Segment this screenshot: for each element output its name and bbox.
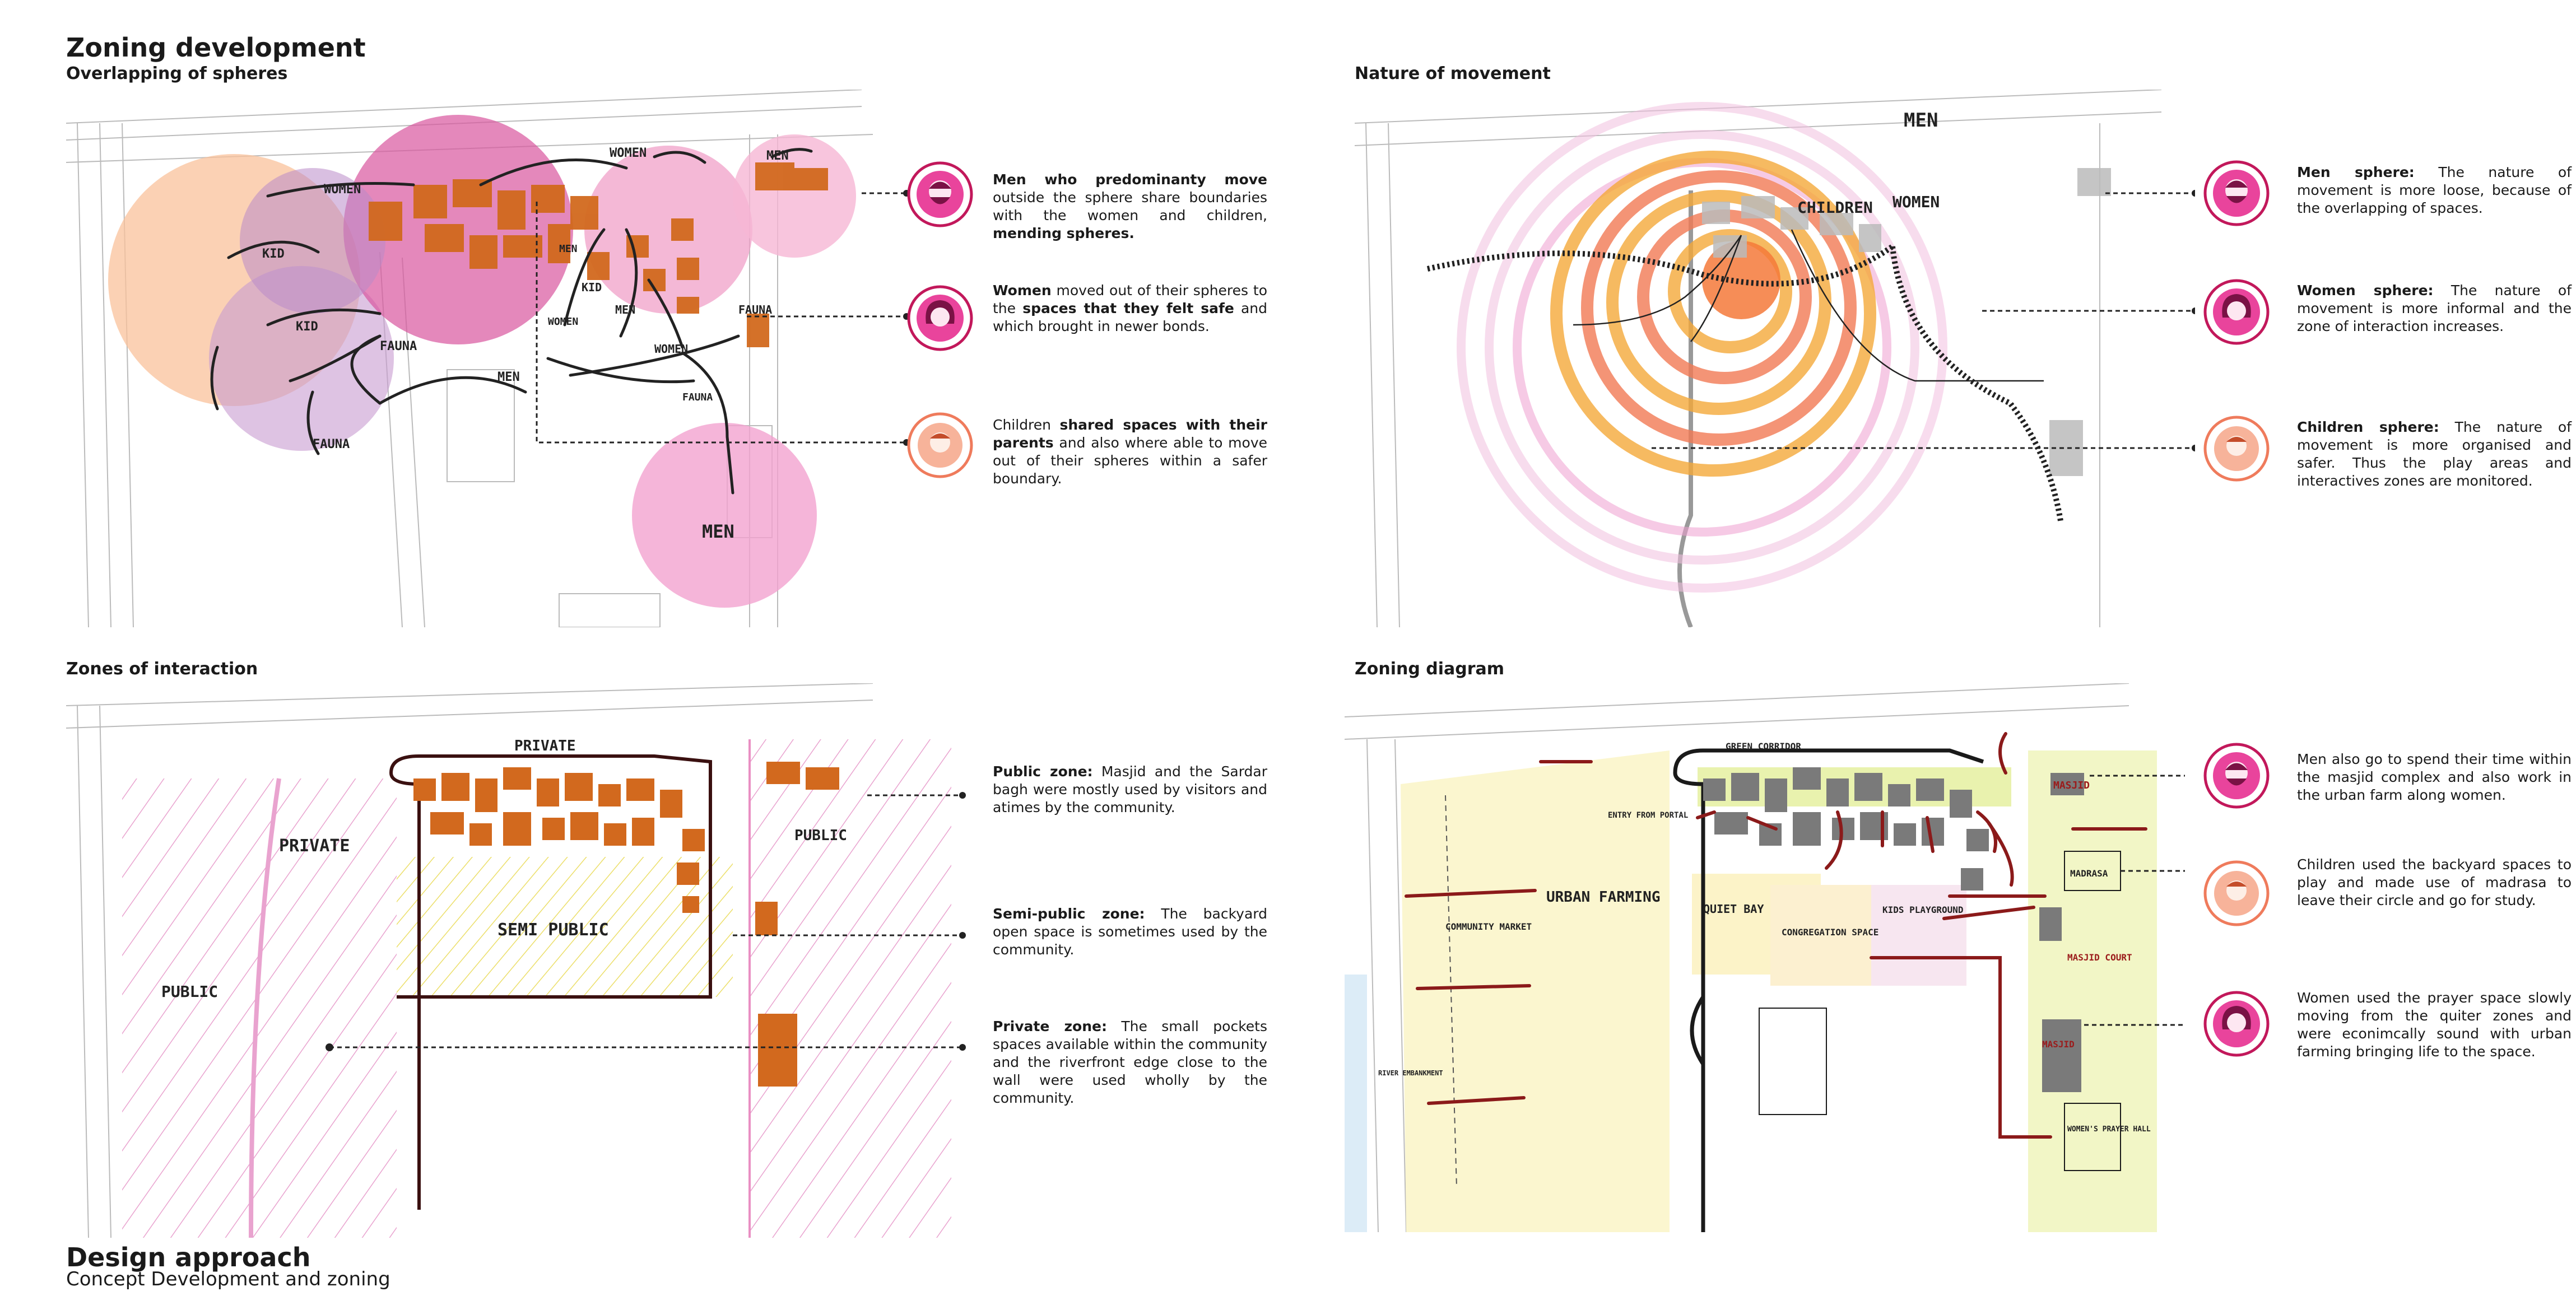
- men-sphere-small: [733, 134, 856, 258]
- interaction-label-private-left: PRIVATE: [279, 836, 350, 856]
- label-men-2: MEN: [497, 370, 520, 384]
- interaction-label-semi-public: SEMI PUBLIC: [497, 920, 609, 940]
- zoning-label-womens-prayer: WOMEN'S PRAYER HALL: [2067, 1125, 2151, 1134]
- label-women-2: WOMEN: [610, 146, 647, 160]
- label-kid-1: KID: [262, 247, 285, 261]
- overlap-note-men: Men who predominanty move outside the sp…: [993, 171, 1267, 241]
- overlap-diagram: WOMEN WOMEN MEN KID KID FAUNA FAUNA MEN …: [66, 90, 1299, 627]
- overlap-note-children: Children shared spaces with their parent…: [993, 417, 1267, 487]
- interaction-note-public: Public zone: Masjid and the Sardar bagh …: [993, 763, 1268, 815]
- child-avatar-icon: [2203, 860, 2270, 930]
- label-fauna-3: FAUNA: [738, 303, 772, 316]
- movement-note-men: Men sphere: The nature of movement is mo…: [2297, 164, 2572, 216]
- page-title: Zoning development: [66, 32, 366, 63]
- movement-label-men: MEN: [1904, 109, 1938, 132]
- zoning-label-madrasa: MADRASA: [2070, 868, 2108, 879]
- zoning-label-river: RIVER EMBANKMENT: [1378, 1069, 1443, 1077]
- movement-note-women: Women sphere: The nature of movement is …: [2297, 282, 2572, 334]
- label-women-3: WOMEN: [654, 342, 688, 356]
- zoning-label-entry: ENTRY FROM PORTAL: [1608, 811, 1688, 820]
- interaction-note-semi-public: Semi-public zone: The backyard open spac…: [993, 906, 1267, 958]
- zoning-note-women: Women used the prayer space slowly movin…: [2297, 990, 2572, 1060]
- women-sphere-right: [584, 146, 752, 314]
- zoning-note-children: Children used the backyard spaces to pla…: [2297, 856, 2572, 908]
- zoning-label-masjid-court: MASJID COURT: [2067, 952, 2132, 963]
- label-kid-2: KID: [296, 320, 318, 334]
- zoning-diagram: GREEN CORRIDOR ENTRY FROM PORTAL URBAN F…: [1345, 683, 2185, 1232]
- section-title-zoning: Zoning diagram: [1355, 659, 1505, 679]
- label-men-4: MEN: [615, 303, 635, 316]
- label-women-4: WOMEN: [548, 316, 578, 328]
- zoning-label-masjid-low: MASJID: [2042, 1039, 2075, 1050]
- zoning-label-quiet-bay: QUIET BAY: [1703, 902, 1764, 916]
- zoning-label-community-market: COMMUNITY MARKET: [1445, 921, 1532, 932]
- women-avatar-icon: [906, 285, 974, 355]
- label-men-5: MEN: [559, 243, 578, 255]
- label-men-1: MEN: [766, 149, 789, 163]
- men-avatar-icon: [906, 161, 974, 231]
- zoning-label-masjid-top: MASJID: [2053, 780, 2090, 791]
- men-avatar-icon: [2203, 742, 2270, 812]
- zoning-label-congregation: CONGREGATION SPACE: [1782, 927, 1878, 938]
- interaction-note-private: Private zone: The small pockets spaces a…: [993, 1018, 1267, 1106]
- zoning-label-urban-farming: URBAN FARMING: [1546, 889, 1661, 906]
- label-fauna-1: FAUNA: [380, 339, 417, 353]
- overlap-note-women: Women moved out of their spheres to the …: [993, 282, 1267, 334]
- women-avatar-icon: [2203, 990, 2270, 1060]
- label-men-3: MEN: [702, 521, 734, 542]
- movement-label-women: WOMEN: [1893, 193, 1940, 211]
- footer-title: Design approach: [66, 1242, 311, 1272]
- men-sphere-bottom: [632, 423, 817, 608]
- footer-subtitle: Concept Development and zoning: [66, 1268, 390, 1290]
- fauna-sphere: [209, 266, 394, 451]
- child-avatar-icon: [906, 412, 974, 482]
- label-women-1: WOMEN: [324, 183, 361, 197]
- zoning-label-green-corridor: GREEN CORRIDOR: [1726, 741, 1801, 752]
- section-title-interaction: Zones of interaction: [66, 659, 258, 679]
- interaction-diagram: PRIVATE PRIVATE PUBLIC PUBLIC SEMI PUBLI…: [66, 683, 985, 1238]
- label-fauna-4: FAUNA: [682, 391, 713, 403]
- section-title-movement: Nature of movement: [1355, 64, 1551, 83]
- zoning-label-kids-playground: KIDS PLAYGROUND: [1882, 905, 1964, 915]
- movement-label-children: CHILDREN: [1797, 198, 1873, 217]
- section-title-overlap: Overlapping of spheres: [66, 64, 288, 83]
- zoning-note-men: Men also go to spend their time within t…: [2297, 751, 2572, 803]
- label-fauna-2: FAUNA: [313, 437, 350, 451]
- interaction-label-private-top: PRIVATE: [514, 738, 576, 754]
- men-avatar-icon: [2203, 160, 2270, 230]
- child-avatar-icon: [2203, 415, 2270, 485]
- label-kid-3: KID: [582, 281, 602, 294]
- interaction-label-public-right: PUBLIC: [794, 827, 847, 844]
- women-avatar-icon: [2203, 278, 2270, 348]
- interaction-label-public-left: PUBLIC: [161, 982, 218, 1001]
- women-sphere: [240, 168, 385, 314]
- movement-diagram: MEN CHILDREN WOMEN: [1355, 90, 2195, 627]
- movement-note-children: Children sphere: The nature of movement …: [2297, 419, 2572, 489]
